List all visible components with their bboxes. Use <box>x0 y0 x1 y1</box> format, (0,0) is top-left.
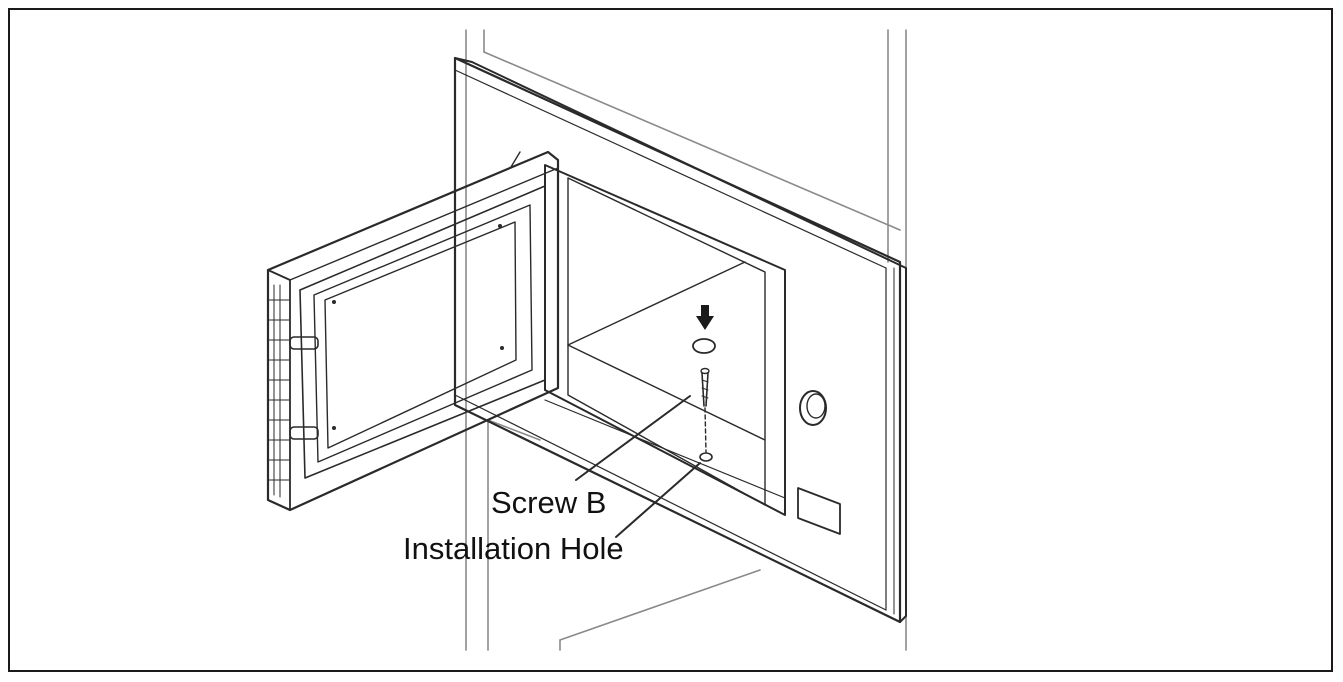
control-knob <box>799 390 827 426</box>
door-hinges <box>289 336 319 440</box>
oven-cavity <box>544 164 786 516</box>
microwave-frame <box>453 56 907 624</box>
screw-cap <box>692 338 716 354</box>
installation-hole <box>699 452 713 462</box>
screw-b <box>700 367 710 407</box>
hole-leader-line <box>615 462 701 538</box>
open-door <box>266 150 560 512</box>
screw-leader-line <box>575 395 691 481</box>
control-panel-button <box>797 487 841 535</box>
installation-hole-label: Installation Hole <box>403 531 624 566</box>
guide-dashed-line <box>704 407 707 453</box>
diagram-frame <box>8 8 1333 672</box>
screw-b-label: Screw B <box>491 485 607 520</box>
down-arrow-icon <box>696 305 714 330</box>
